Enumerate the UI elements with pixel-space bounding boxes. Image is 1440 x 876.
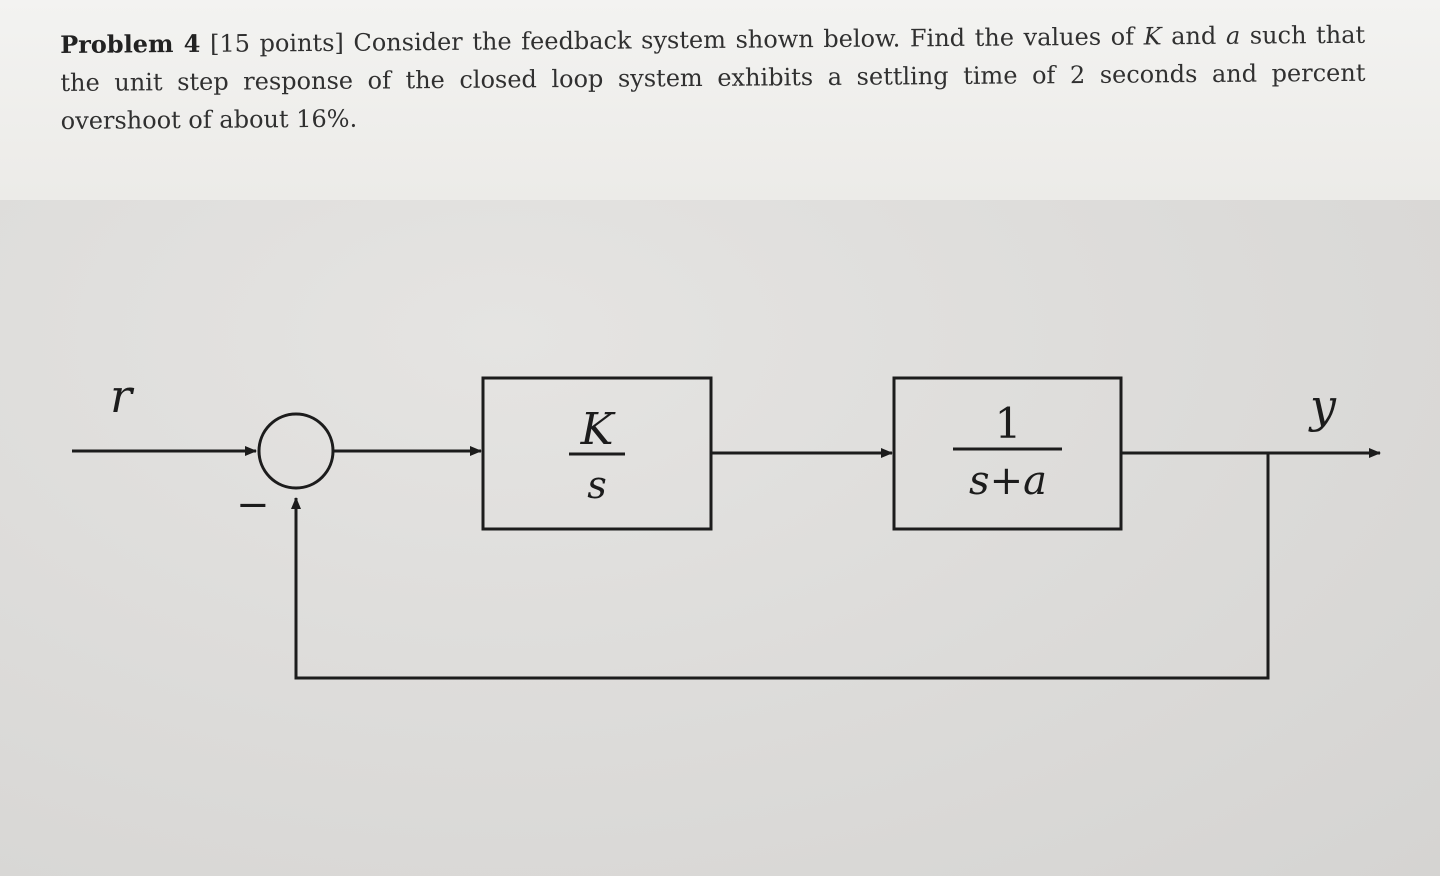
problem-statement: Problem 4 [15 points] Consider the feedb… xyxy=(60,16,1366,140)
problem-label: Problem 4 xyxy=(60,28,201,59)
variable-a: a xyxy=(1225,21,1241,50)
feedback-path xyxy=(291,453,1270,680)
diagram-paper xyxy=(0,200,1440,876)
output-label-y: y xyxy=(1308,379,1337,433)
plant-denominator: s+a xyxy=(969,458,1047,504)
problem-text-part-1: Consider the feedback system shown below… xyxy=(343,22,1144,57)
input-label-r: r xyxy=(110,369,135,423)
problem-statement-area: Problem 4 [15 points] Consider the feedb… xyxy=(0,0,1440,200)
feedback-minus-sign: − xyxy=(236,482,270,528)
variable-K: K xyxy=(1143,22,1162,51)
problem-points: [15 points] xyxy=(209,28,344,58)
controller-denominator: s xyxy=(587,463,607,507)
problem-text-part-2: and xyxy=(1161,21,1227,51)
block-diagram: r y − K s 1 s+a xyxy=(72,369,1381,680)
plant-numerator: 1 xyxy=(995,399,1022,448)
controller-numerator: K xyxy=(580,404,616,455)
summing-junction xyxy=(257,412,335,490)
